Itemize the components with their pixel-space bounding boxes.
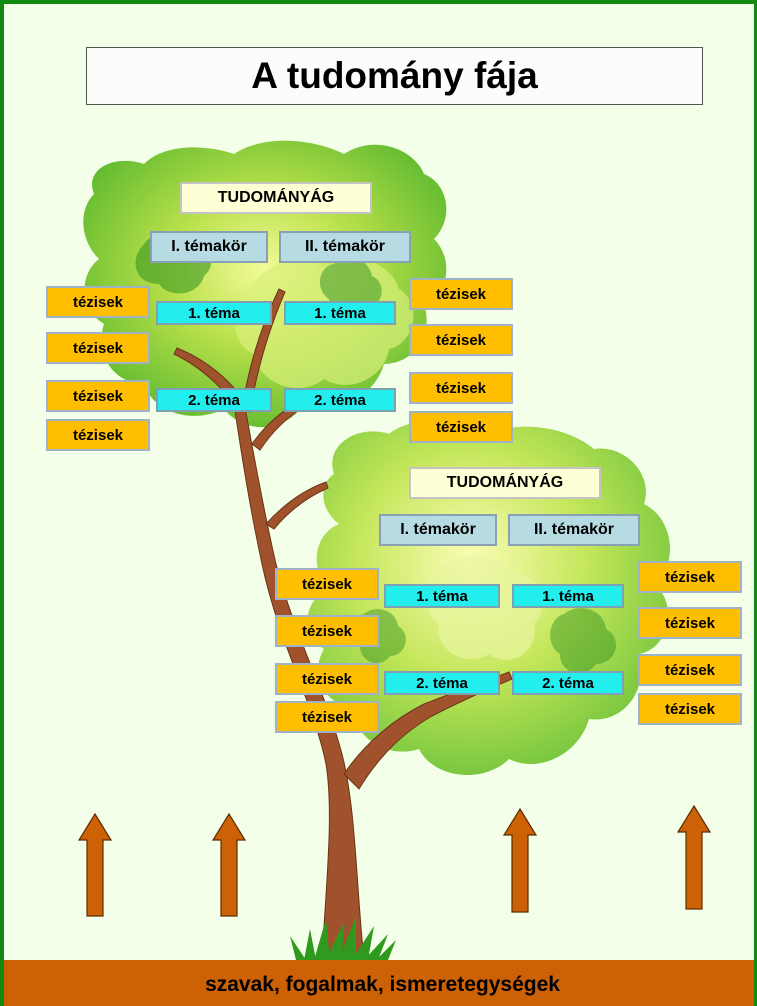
thesis-label: tézisek [275,663,379,695]
topic-label: I. témakör [150,231,268,263]
thesis-label: tézisek [46,380,150,412]
thesis-label: tézisek [409,278,513,310]
thesis-label: tézisek [638,693,742,725]
thesis-label: tézisek [46,286,150,318]
theme-label: 2. téma [156,388,272,412]
thesis-label: tézisek [46,419,150,451]
thesis-label: tézisek [638,654,742,686]
science-field-label: TUDOMÁNYÁG [409,467,601,499]
thesis-label: tézisek [638,561,742,593]
up-arrow-icon [211,812,247,917]
science-field-label: TUDOMÁNYÁG [180,182,372,214]
page-title: A tudomány fája [86,47,703,105]
tree-illustration [77,140,712,961]
thesis-label: tézisek [275,568,379,600]
theme-label: 2. téma [284,388,396,412]
theme-label: 2. téma [512,671,624,695]
theme-label: 1. téma [384,584,500,608]
theme-label: 1. téma [284,301,396,325]
foundation-bar: szavak, fogalmak, ismeretegységek [4,960,754,1006]
thesis-label: tézisek [275,701,379,733]
grass-icon [290,916,396,960]
thesis-label: tézisek [409,372,513,404]
thesis-label: tézisek [638,607,742,639]
thesis-label: tézisek [409,411,513,443]
thesis-label: tézisek [275,615,379,647]
up-arrow-icon [502,807,538,913]
theme-label: 1. téma [156,301,272,325]
theme-label: 1. téma [512,584,624,608]
topic-label: II. témakör [508,514,640,546]
up-arrow-icon [676,804,712,910]
topic-label: I. témakör [379,514,497,546]
up-arrow-icon [77,812,113,917]
topic-label: II. témakör [279,231,411,263]
thesis-label: tézisek [46,332,150,364]
thesis-label: tézisek [409,324,513,356]
theme-label: 2. téma [384,671,500,695]
